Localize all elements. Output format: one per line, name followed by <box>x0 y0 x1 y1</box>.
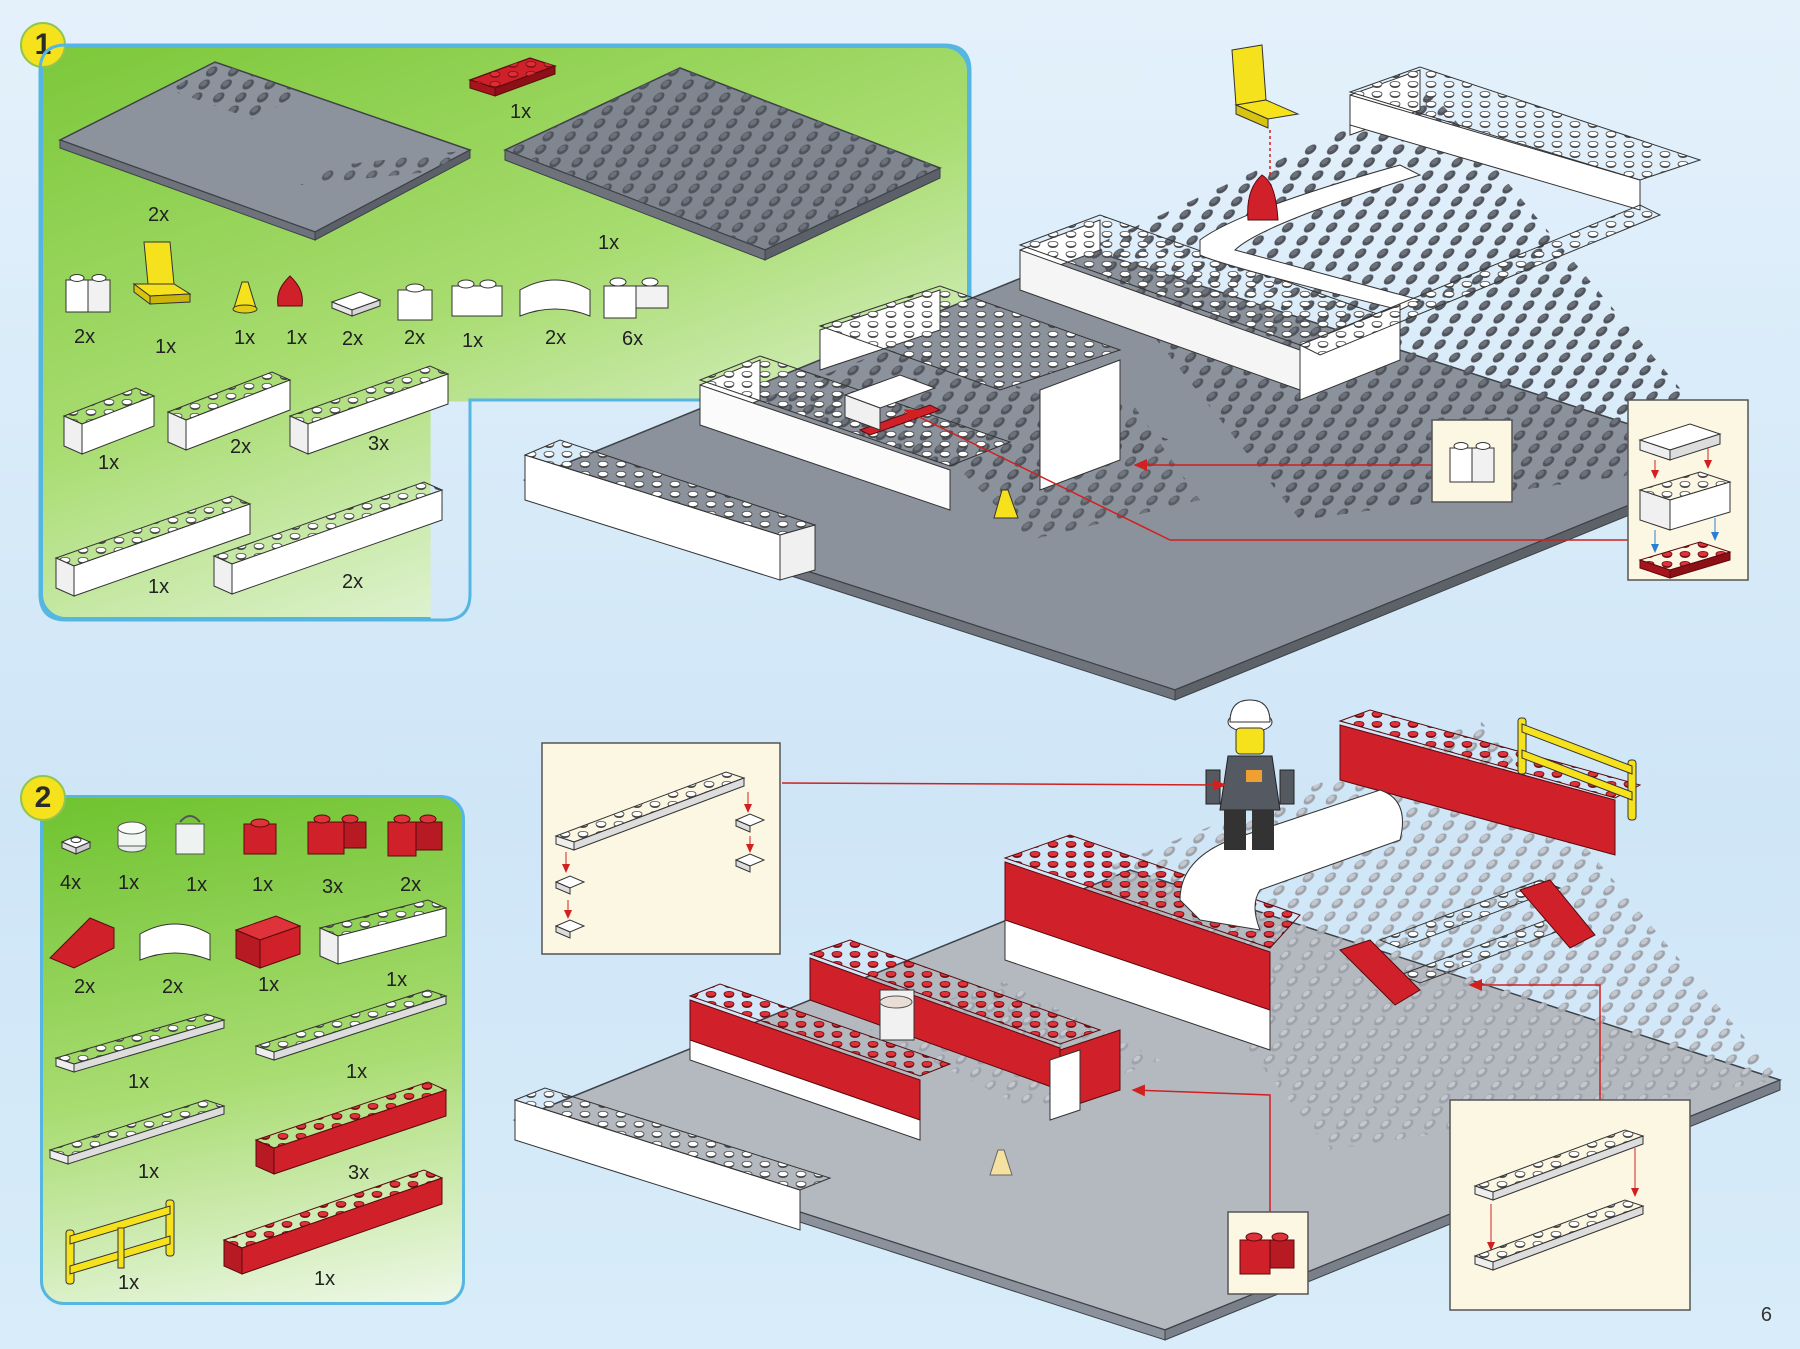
build-red-flame <box>1247 174 1279 221</box>
qty-red-brick-corner: 3x <box>322 876 344 898</box>
step-1-panel-outline <box>38 43 972 622</box>
part-transparent-clip <box>175 815 205 855</box>
qty-white-plate-1x1: 4x <box>60 872 82 894</box>
qty-red-plate: 1x <box>510 101 532 123</box>
callout-step1-corner <box>1431 419 1513 503</box>
qty-white-brick-1x6: 2x <box>230 436 252 458</box>
part-red-brick-1x1 <box>243 818 277 855</box>
qty-transparent-clip: 1x <box>186 874 208 896</box>
part-white-plate-1x8-b <box>48 1099 226 1165</box>
part-red-brick-1x12 <box>222 1169 444 1275</box>
qty-white-brick-1x4: 1x <box>386 969 408 991</box>
build-yellow-chair <box>1231 44 1300 129</box>
build-cone <box>989 1149 1013 1176</box>
part-white-brick-1x10 <box>54 495 252 597</box>
part-white-tile <box>330 291 382 317</box>
part-red-brick-corner-2 <box>387 814 443 857</box>
red-plate-1x4 <box>468 57 557 97</box>
qty-red-brick-1x1: 1x <box>252 874 274 896</box>
part-red-slope <box>49 917 115 969</box>
qty-yellow-cone: 1x <box>234 327 256 349</box>
part-red-brick-1x10 <box>254 1081 448 1175</box>
part-yellow-fence <box>65 1199 175 1285</box>
qty-white-plate-1x10: 1x <box>346 1061 368 1083</box>
qty-white-plate-1x8-b: 1x <box>138 1161 160 1183</box>
qty-transparent-round: 1x <box>118 872 140 894</box>
qty-red-flame: 1x <box>286 327 308 349</box>
part-yellow-cone <box>232 281 258 314</box>
part-red-brick-1x2 <box>234 915 302 969</box>
qty-red-brick-1x2: 1x <box>258 974 280 996</box>
part-white-brick-1x2 <box>451 279 503 317</box>
step-2-badge: 2 <box>20 775 66 821</box>
qty-gray-baseplate-flat: 2x <box>148 204 170 226</box>
part-white-brick-1x8 <box>288 365 450 455</box>
part-white-plate-1x8 <box>54 1013 226 1073</box>
qty-white-brick-1x8: 3x <box>368 433 390 455</box>
qty-white-brick-1x1: 2x <box>404 327 426 349</box>
qty-red-slope: 2x <box>74 976 96 998</box>
page-number: 6 <box>1760 1304 1772 1326</box>
gray-baseplate-flat <box>58 61 472 241</box>
qty-red-brick-corner-2: 2x <box>400 874 422 896</box>
build-yellow-fence <box>1517 717 1637 821</box>
part-white-brick-1x1 <box>397 283 433 321</box>
part-white-corner-brick <box>603 277 669 319</box>
part-white-round-brick <box>519 279 591 317</box>
part-white-brick-corner <box>65 274 111 313</box>
part-white-plate-1x1 <box>60 835 92 855</box>
part-transparent-round <box>117 821 147 853</box>
qty-gray-baseplate-studded: 1x <box>598 232 620 254</box>
part-white-round-brick-2 <box>139 923 211 961</box>
qty-yellow-chair: 1x <box>155 336 177 358</box>
qty-red-brick-1x10: 3x <box>348 1162 370 1184</box>
qty-yellow-fence: 1x <box>118 1272 140 1294</box>
part-white-plate-1x10 <box>254 989 448 1061</box>
qty-white-brick-1x10: 1x <box>148 576 170 598</box>
step-1-main-build <box>522 44 1743 701</box>
part-white-brick-1x12 <box>212 481 444 595</box>
part-red-flame <box>277 275 303 307</box>
qty-white-brick-1x2: 1x <box>462 330 484 352</box>
qty-white-plate-1x8: 1x <box>128 1071 150 1093</box>
qty-white-brick-1x12: 2x <box>342 571 364 593</box>
part-white-brick-1x6 <box>166 371 292 451</box>
callout-step2-plates <box>1449 1099 1691 1311</box>
qty-red-brick-1x12: 1x <box>314 1268 336 1290</box>
build-yellow-cone <box>993 489 1019 519</box>
qty-white-brick-corner: 2x <box>74 326 96 348</box>
part-white-brick-1x4 <box>62 387 156 455</box>
part-red-brick-corner <box>307 814 367 855</box>
qty-white-tile: 2x <box>342 328 364 350</box>
qty-white-brick-1x4: 1x <box>98 452 120 474</box>
qty-white-corner-brick: 6x <box>622 328 644 350</box>
gray-baseplate-studded <box>503 67 942 261</box>
part-yellow-chair <box>132 241 192 305</box>
qty-white-round-brick: 2x <box>545 327 567 349</box>
part-white-brick-1x4-b <box>318 899 448 965</box>
firefighter-minifigure <box>1205 699 1295 850</box>
qty-white-round-brick-2: 2x <box>162 976 184 998</box>
